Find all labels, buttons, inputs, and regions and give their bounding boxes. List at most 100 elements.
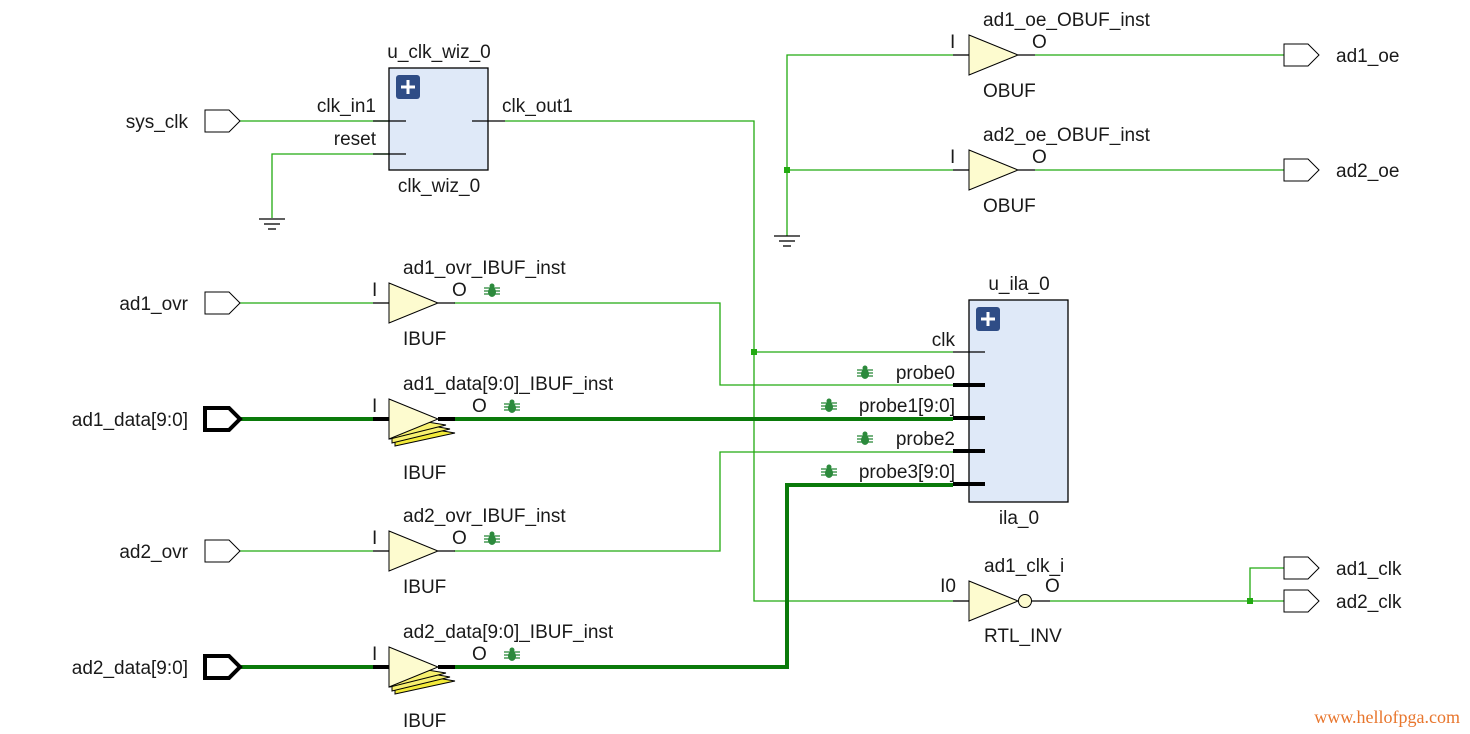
ibuf-pin-out-label: O <box>452 280 467 301</box>
port-symbol[interactable] <box>204 109 241 133</box>
ila-pin-0[interactable]: clk <box>932 330 985 353</box>
debug-bug-icon <box>504 647 520 661</box>
ila-body[interactable] <box>968 299 1069 503</box>
net-ad1-ovr-probe0[interactable] <box>454 302 953 386</box>
obuf-triangle[interactable] <box>968 34 1020 76</box>
input-port-ad1_data[interactable]: ad1_data[9:0] <box>72 406 243 432</box>
port-label: ad2_oe <box>1336 161 1399 182</box>
inverter-bubble <box>1018 594 1032 608</box>
ibuf-cell-name: IBUF <box>403 711 446 732</box>
ila-pin-3[interactable]: probe2 <box>857 429 985 453</box>
debug-bug-icon <box>821 464 837 478</box>
ibuf-instance-name: ad1_data[9:0]_IBUF_inst <box>403 374 614 395</box>
ibuf-instance-name: ad1_ovr_IBUF_inst <box>403 258 566 279</box>
expand-icon[interactable] <box>396 75 420 99</box>
junction-dot <box>1247 598 1253 604</box>
ibuf-triangle[interactable] <box>388 530 440 572</box>
input-port-ad2_ovr[interactable]: ad2_ovr <box>119 539 241 563</box>
obuf-instance-name: ad2_oe_OBUF_inst <box>983 125 1151 146</box>
inverter-pin-out-label: O <box>1045 576 1060 597</box>
port-symbol[interactable] <box>204 291 241 315</box>
ibuf-pin-in-label: I <box>372 396 377 417</box>
ground-icon <box>774 235 800 247</box>
junction-dot <box>751 349 757 355</box>
port-label: sys_clk <box>126 112 189 133</box>
ibuf-pin-out-label: O <box>452 528 467 549</box>
pin-label: probe2 <box>896 429 955 450</box>
net-oe-gnd[interactable] <box>786 54 953 236</box>
debug-bug-icon <box>821 398 837 412</box>
net-clk-out1[interactable] <box>505 120 953 602</box>
port-label: ad2_clk <box>1336 592 1402 613</box>
pin-label-reset: reset <box>334 129 377 150</box>
pin-label: probe1[9:0] <box>859 396 955 417</box>
port-symbol[interactable] <box>1283 589 1320 613</box>
port-label: ad1_ovr <box>119 294 188 315</box>
ibuf-pin-in-label: I <box>372 528 377 549</box>
obuf-triangle[interactable] <box>968 149 1020 191</box>
port-symbol[interactable] <box>1283 43 1320 67</box>
ila-cell-name: ila_0 <box>999 508 1039 529</box>
port-symbol[interactable] <box>1283 556 1320 580</box>
inverter-pin-in-label: I0 <box>940 576 956 597</box>
ila-pin-4[interactable]: probe3[9:0] <box>821 462 985 486</box>
output-ports: ad1_oe ad2_oe ad1_clk ad2_clk <box>1283 43 1402 613</box>
port-symbol[interactable] <box>204 539 241 563</box>
ibuf-cell-name: IBUF <box>403 463 446 484</box>
obuf-instance-name: ad1_oe_OBUF_inst <box>983 10 1151 31</box>
clk-wiz-instance-name: u_clk_wiz_0 <box>387 42 491 63</box>
pin-label: probe3[9:0] <box>859 462 955 483</box>
net-reset-gnd[interactable] <box>271 153 389 218</box>
expand-icon[interactable] <box>976 307 1000 331</box>
ibuf-pin-in-label: I <box>372 280 377 301</box>
output-port-ad1_clk[interactable]: ad1_clk <box>1283 556 1402 580</box>
ila-block[interactable]: u_ila_0 clk probe0 probe1[9:0] probe2 probe3… <box>821 274 1069 529</box>
port-symbol[interactable] <box>203 406 243 432</box>
ibuf-pin-in-label: I <box>372 644 377 665</box>
net-ad2-ovr-probe2[interactable] <box>454 451 953 552</box>
inverter-cell[interactable]: ad1_clk_i I0 O RTL_INV <box>940 556 1064 647</box>
output-port-ad2_oe[interactable]: ad2_oe <box>1283 158 1399 182</box>
ibuf-instance-name: ad2_data[9:0]_IBUF_inst <box>403 622 614 643</box>
port-symbol[interactable] <box>203 654 243 680</box>
ibuf-instance-name: ad2_ovr_IBUF_inst <box>403 506 566 527</box>
output-port-ad1_oe[interactable]: ad1_oe <box>1283 43 1399 67</box>
obuf-cell-name: OBUF <box>983 81 1036 102</box>
obuf-pin-out-label: O <box>1032 32 1047 53</box>
ibuf-pin-out-label: O <box>472 644 487 665</box>
ibuf-cell-name: IBUF <box>403 329 446 350</box>
input-ports: sys_clk ad1_ovr ad1_data[9:0] ad2_ovr ad2_da… <box>72 109 243 680</box>
input-port-ad1_ovr[interactable]: ad1_ovr <box>119 291 241 315</box>
debug-bug-icon <box>504 399 520 413</box>
ibuf-cell-name: IBUF <box>403 577 446 598</box>
junction-dot <box>784 167 790 173</box>
output-port-ad2_clk[interactable]: ad2_clk <box>1283 589 1402 613</box>
ila-pin-2[interactable]: probe1[9:0] <box>821 396 985 420</box>
debug-bug-icon <box>484 283 500 297</box>
port-label: ad1_oe <box>1336 46 1399 67</box>
input-port-sys_clk[interactable]: sys_clk <box>126 109 241 133</box>
port-label: ad2_ovr <box>119 542 188 563</box>
inverter-triangle[interactable] <box>968 580 1020 622</box>
debug-bug-icon <box>857 431 873 445</box>
inverter-cell-name: RTL_INV <box>984 626 1062 647</box>
ila-pin-1[interactable]: probe0 <box>857 363 985 387</box>
port-symbol[interactable] <box>1283 158 1320 182</box>
input-port-ad2_data[interactable]: ad2_data[9:0] <box>72 654 243 680</box>
clk-wiz-block[interactable]: u_clk_wiz_0 clk_in1 reset clk_out1 clk_w… <box>317 42 573 197</box>
ila-instance-name: u_ila_0 <box>988 274 1049 295</box>
bus-ad2-data-probe3[interactable] <box>455 483 953 669</box>
debug-bug-icon <box>484 531 500 545</box>
junctions <box>751 167 1253 604</box>
net-ad1-clk-branch[interactable] <box>1249 567 1284 601</box>
ibuf-triangle[interactable] <box>388 282 440 324</box>
